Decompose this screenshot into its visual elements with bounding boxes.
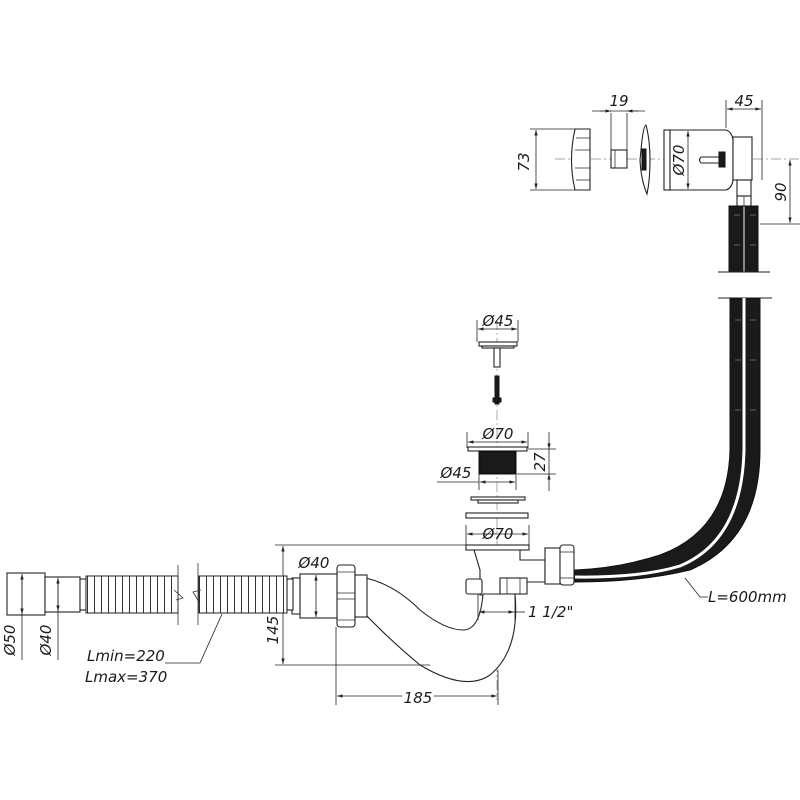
cap-height-label: 73 xyxy=(515,152,533,171)
plug-diameter-label: Ø45 xyxy=(482,312,514,330)
hose-length-min-label: Lmin=220 xyxy=(87,647,165,665)
gasket-diameter-label: Ø70 xyxy=(482,525,514,543)
corrugated-hose: Ø50 Ø40 Lmin=220 Lmax=370 xyxy=(1,563,294,686)
hose-end-cuff xyxy=(6,572,46,616)
overflow-hose: L=600mm xyxy=(574,297,787,606)
trap-height-label: 145 xyxy=(264,616,282,645)
overflow-hose-top-left xyxy=(728,205,744,273)
hose-length-max-label: Lmax=370 xyxy=(85,668,167,686)
trap-right-nut xyxy=(499,577,528,595)
body-depth-label: 45 xyxy=(734,92,753,110)
body-diameter-label: Ø70 xyxy=(670,145,688,177)
drain-flange xyxy=(467,446,528,452)
hose-coupling xyxy=(299,573,338,619)
drain-unit: Ø45 Ø70 27 Ø45 xyxy=(437,312,556,700)
overflow-hose-body xyxy=(574,297,761,583)
trap-bend xyxy=(365,577,517,682)
overflow-unit: 73 19 Ø70 45 90 xyxy=(515,92,800,273)
hose-corrugation-left xyxy=(85,575,179,614)
thread-height-label: 27 xyxy=(531,452,549,472)
outlet-offset-label: 90 xyxy=(772,182,790,201)
plug-cap xyxy=(478,341,518,347)
drain-gasket xyxy=(465,512,529,519)
overflow-nut xyxy=(610,149,628,169)
nut-width-label: 19 xyxy=(609,92,628,110)
plug-stem xyxy=(493,347,501,368)
overflow-coupling-nut xyxy=(559,544,575,586)
hose-inner-diameter-label: Ø40 xyxy=(37,625,55,657)
thread-diameter-label: Ø45 xyxy=(440,464,472,482)
thread-size-label: 1 1/2" xyxy=(528,603,573,621)
trap-length-label: 185 xyxy=(404,689,433,707)
trap-top-plate xyxy=(465,544,530,551)
overflow-nipple xyxy=(698,156,721,164)
overflow-hose-length-label: L=600mm xyxy=(708,588,787,606)
trap-left-nut xyxy=(465,578,483,595)
overflow-hose-top-right xyxy=(744,205,759,273)
trap-inlet-diameter-label: Ø40 xyxy=(298,554,330,572)
trap-union-nut xyxy=(336,564,356,628)
overflow-outlet xyxy=(732,136,753,181)
hose-corrugation-right xyxy=(198,575,288,614)
trap-assembly: 1 1/2" Ø40 145 185 xyxy=(264,544,575,710)
hose-outer-diameter-label: Ø50 xyxy=(1,625,19,657)
hose-end-sleeve xyxy=(44,576,81,613)
flange-diameter-label: Ø70 xyxy=(482,425,514,443)
plug-screw xyxy=(494,375,500,405)
trap-inlet xyxy=(354,574,368,618)
